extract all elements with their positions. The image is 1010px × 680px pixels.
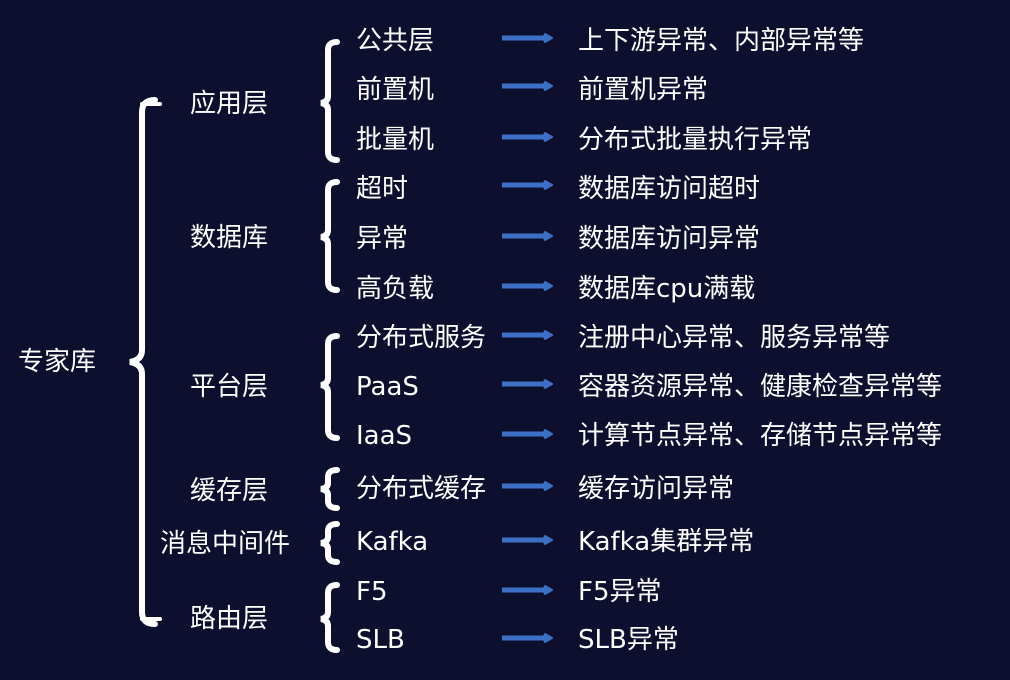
bracket-database [320, 179, 340, 293]
group-label-routing-layer: 路由层 [190, 604, 269, 634]
item-label: Kafka [356, 527, 429, 557]
item-label: PaaS [356, 372, 419, 402]
result-label: 数据库访问超时 [578, 174, 761, 204]
bracket-platform-layer [320, 333, 340, 441]
result-label: 上下游异常、内部异常等 [578, 26, 865, 56]
result-label: F5异常 [578, 577, 662, 607]
root-bracket [129, 97, 158, 627]
item-label: 分布式缓存 [356, 474, 487, 504]
item-label: SLB [356, 625, 405, 655]
item-label: 异常 [356, 224, 409, 254]
group-label-platform-layer: 平台层 [190, 372, 269, 402]
group-label-app-layer: 应用层 [190, 89, 269, 119]
bracket-cache-layer [320, 467, 340, 511]
item-label: 超时 [356, 174, 409, 204]
result-label: 容器资源异常、健康检查异常等 [578, 372, 943, 402]
item-label: 分布式服务 [356, 323, 487, 353]
bracket-routing-layer [320, 582, 340, 653]
group-label-message-middleware: 消息中间件 [160, 529, 291, 559]
result-label: 前置机异常 [578, 75, 709, 105]
result-label: SLB异常 [578, 625, 679, 655]
item-label: IaaS [356, 421, 413, 451]
item-label: F5 [356, 577, 388, 607]
item-label: 前置机 [356, 75, 435, 105]
item-label: 公共层 [356, 26, 435, 56]
item-label: 高负载 [356, 274, 435, 304]
result-label: 分布式批量执行异常 [578, 125, 813, 155]
root-label: 专家库 [18, 347, 97, 377]
result-label: 注册中心异常、服务异常等 [578, 323, 891, 353]
result-label: 缓存访问异常 [578, 474, 735, 504]
group-label-cache-layer: 缓存层 [190, 476, 269, 506]
root-bracket-branches [140, 102, 162, 621]
bracket-app-layer [320, 39, 340, 163]
result-label: 计算节点异常、存储节点异常等 [578, 421, 943, 451]
result-label: 数据库访问异常 [578, 224, 761, 254]
result-label: 数据库cpu满载 [578, 274, 756, 304]
result-label: Kafka集群异常 [578, 527, 755, 557]
group-label-database: 数据库 [190, 223, 269, 253]
item-label: 批量机 [356, 125, 435, 155]
arrows [502, 38, 550, 638]
bracket-message-middleware [320, 521, 340, 565]
